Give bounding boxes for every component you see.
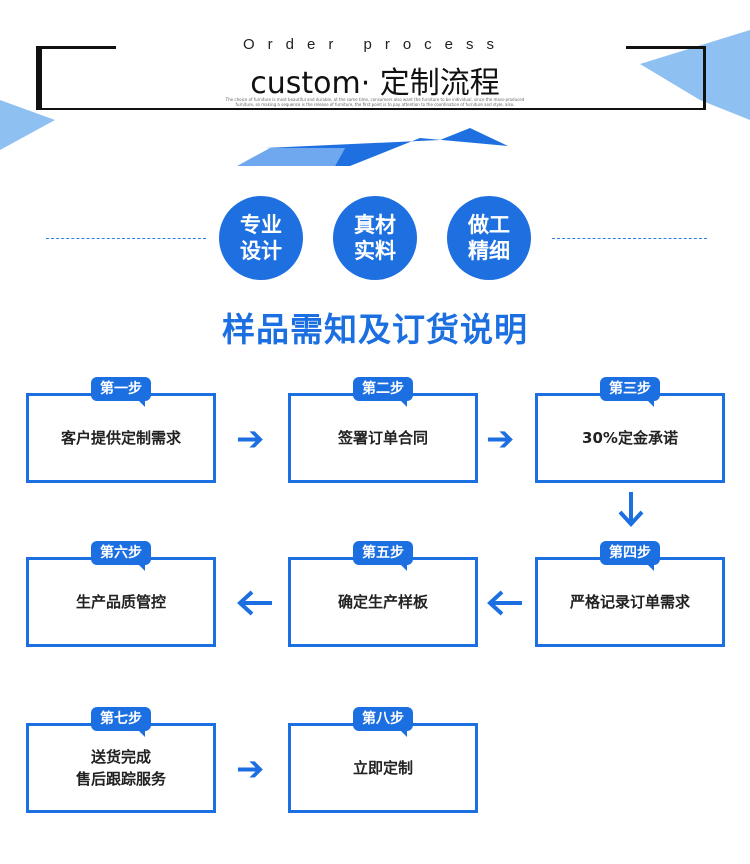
step-box-3: 30%定金承诺: [535, 393, 725, 483]
step-box-4: 严格记录订单需求: [535, 557, 725, 647]
header-fine-print: The choice of furniture is most beautifu…: [225, 97, 525, 107]
arrow-right-icon: ➔: [236, 419, 265, 459]
arrow-left-icon: [487, 590, 522, 616]
step-tag-3: 第三步: [600, 377, 660, 407]
feature-circle-design: 专业 设计: [219, 196, 303, 280]
step-box-6: 生产品质管控: [26, 557, 216, 647]
step-box-2: 签署订单合同: [288, 393, 478, 483]
step-box-8[interactable]: 立即定制: [288, 723, 478, 813]
left-triangle: [0, 100, 55, 150]
feature-circle-craft: 做工 精细: [447, 196, 531, 280]
step-tag-2: 第二步: [353, 377, 413, 407]
step-tag-4: 第四步: [600, 541, 660, 571]
step-tag-6: 第六步: [91, 541, 151, 571]
dash-right: [552, 238, 707, 239]
right-triangle: [640, 30, 750, 120]
arrow-down-icon: [618, 492, 644, 527]
section-title: 样品需知及订货说明: [222, 310, 528, 349]
step-tag-1: 第一步: [91, 377, 151, 407]
header-subtitle: Order process: [242, 36, 508, 53]
dash-left: [46, 238, 206, 239]
wedge-dark: [265, 128, 508, 166]
decor-shapes: [0, 30, 750, 166]
step-tag-7: 第七步: [91, 707, 151, 737]
arrow-left-icon: [237, 590, 272, 616]
step-box-7: 送货完成 售后跟踪服务: [26, 723, 216, 813]
header-frame: [36, 46, 706, 110]
step-box-5: 确定生产样板: [288, 557, 478, 647]
step-tag-5: 第五步: [353, 541, 413, 571]
wedge-light: [237, 148, 345, 166]
feature-circle-material: 真材 实料: [333, 196, 417, 280]
step-box-1: 客户提供定制需求: [26, 393, 216, 483]
arrow-right-icon: ➔: [486, 419, 515, 459]
step-tag-8: 第八步: [353, 707, 413, 737]
header-title: custom· 定制流程: [250, 66, 500, 101]
arrow-right-icon: ➔: [236, 749, 265, 789]
